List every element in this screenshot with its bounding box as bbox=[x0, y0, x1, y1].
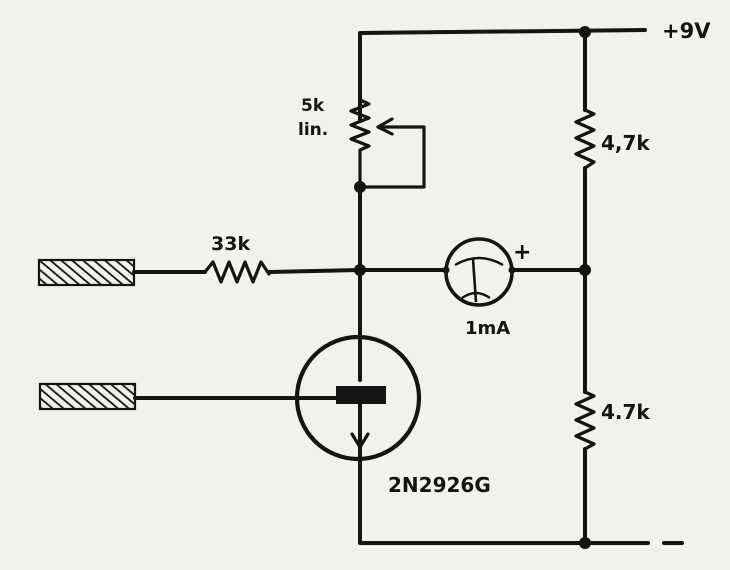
meter-terminal-right bbox=[508, 266, 516, 274]
supply-positive-label: +9V bbox=[662, 19, 711, 43]
transistor-icon bbox=[294, 268, 422, 462]
input-resistor-label: 33k bbox=[211, 233, 250, 255]
pot-value-label: 5k bbox=[301, 96, 325, 116]
probe-bottom bbox=[38, 382, 137, 411]
top-supply-rail bbox=[358, 28, 647, 122]
junction-center bbox=[354, 264, 366, 276]
wire-resistor-to-node bbox=[267, 268, 362, 274]
probe-top bbox=[37, 258, 136, 287]
meter-label: 1mA bbox=[465, 318, 510, 339]
resistor-upper bbox=[574, 108, 596, 170]
ammeter-icon bbox=[444, 237, 514, 307]
junction-right-mid bbox=[579, 264, 591, 276]
resistor-33k bbox=[203, 260, 271, 284]
pot-taper-label: lin. bbox=[298, 120, 328, 140]
meter-polarity-label: + bbox=[513, 240, 531, 265]
meter-terminal-left bbox=[442, 266, 450, 274]
lower-resistor-label: 4.7k bbox=[601, 400, 650, 424]
junction-top-right bbox=[579, 26, 591, 38]
junction-pot-wiper bbox=[354, 181, 366, 193]
resistor-lower bbox=[574, 390, 596, 451]
upper-resistor-label: 4,7k bbox=[601, 131, 650, 155]
transistor-label: 2N2926G bbox=[388, 473, 491, 497]
junction-bottom-right bbox=[579, 537, 591, 549]
potentiometer bbox=[349, 98, 426, 189]
bottom-supply-rail bbox=[358, 428, 650, 545]
